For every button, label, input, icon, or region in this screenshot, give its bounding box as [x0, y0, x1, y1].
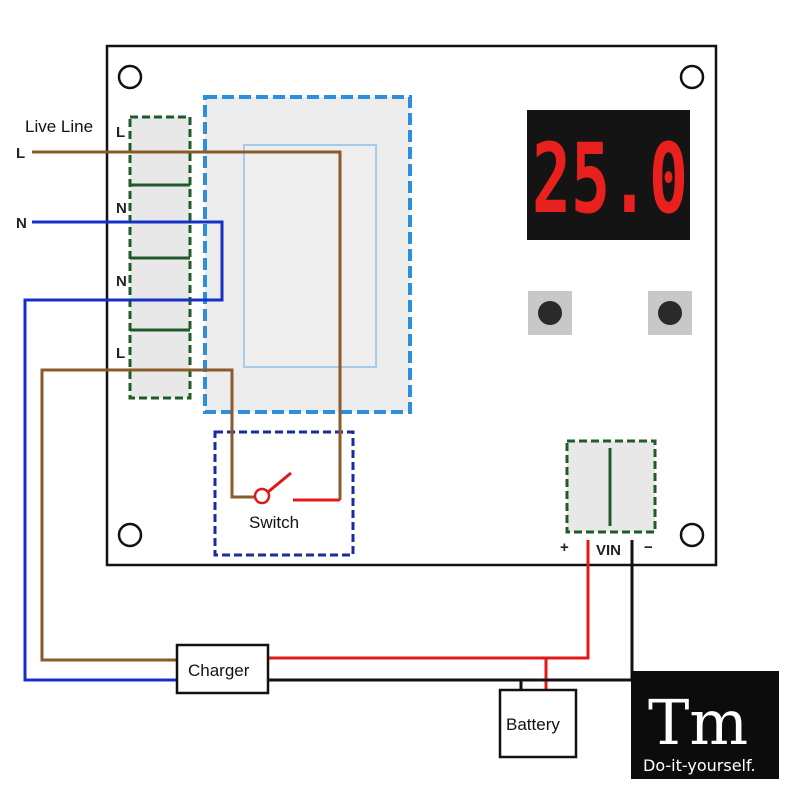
button-left[interactable] — [528, 291, 572, 335]
switch-label: Switch — [249, 513, 299, 532]
charger-box — [175, 643, 270, 695]
terminal-label: L — [116, 345, 125, 362]
terminal-label: L — [116, 124, 125, 141]
button-right[interactable] — [648, 291, 692, 335]
mount-hole-icon — [679, 64, 705, 90]
neutral-wire — [23, 220, 224, 682]
mount-hole-icon — [117, 522, 143, 548]
terminal-label: N — [116, 273, 127, 290]
mount-hole-icon — [117, 64, 143, 90]
wire-n-label: N — [16, 215, 27, 232]
display-value: 25.0 — [532, 123, 688, 235]
switch-pivot-icon — [253, 487, 271, 505]
logo: Tm Do-it-yourself. — [631, 671, 779, 779]
charger-label: Charger — [188, 661, 250, 680]
logo-tagline: Do-it-yourself. — [643, 756, 756, 775]
load-live-wire — [40, 368, 255, 662]
vin-label: VIN — [596, 542, 621, 559]
wire-l-label: L — [16, 145, 25, 162]
battery-label: Battery — [506, 715, 560, 734]
mount-hole-icon — [679, 522, 705, 548]
switch-box — [213, 430, 355, 557]
relay-inner — [243, 144, 377, 368]
terminal-label: N — [116, 200, 127, 217]
svg-text:Tm: Tm — [648, 686, 748, 759]
plus-label: + — [560, 539, 569, 556]
minus-label: − — [644, 539, 653, 556]
live-wire — [32, 150, 342, 500]
led-display — [527, 110, 690, 240]
positive-wire — [268, 540, 590, 660]
live-line-label: Live Line — [25, 117, 93, 136]
switch-lever-icon — [267, 471, 292, 494]
battery-box — [498, 688, 578, 759]
